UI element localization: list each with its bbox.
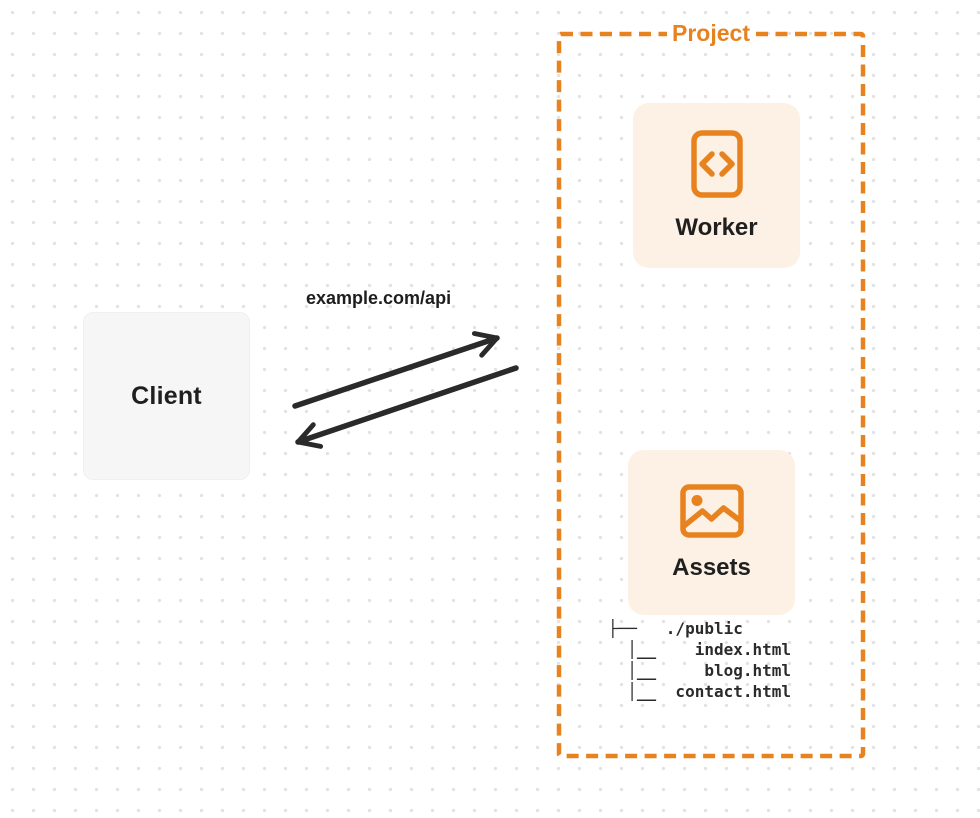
- worker-label: Worker: [675, 213, 758, 241]
- tree-line-public: ├── ./public: [608, 619, 743, 638]
- worker-node: Worker: [633, 103, 800, 268]
- assets-label: Assets: [672, 553, 751, 581]
- client-label: Client: [131, 381, 202, 410]
- project-group: Project: [556, 19, 866, 759]
- client-node: Client: [83, 312, 250, 480]
- image-icon: [679, 483, 744, 538]
- request-arrow: [292, 331, 500, 409]
- code-file-icon: [690, 129, 743, 198]
- project-dashed-border: [556, 31, 866, 759]
- tree-line-blog: │__ blog.html: [608, 661, 792, 680]
- response-arrow: [295, 365, 519, 449]
- tree-line-contact: │__ contact.html: [608, 682, 792, 701]
- assets-node: Assets: [628, 450, 795, 615]
- assets-file-tree: ├── ./public │__ index.html │__ blog.htm…: [608, 618, 791, 702]
- project-title: Project: [667, 19, 755, 47]
- tree-line-index: │__ index.html: [608, 640, 792, 659]
- connection-url-label: example.com/api: [306, 288, 452, 308]
